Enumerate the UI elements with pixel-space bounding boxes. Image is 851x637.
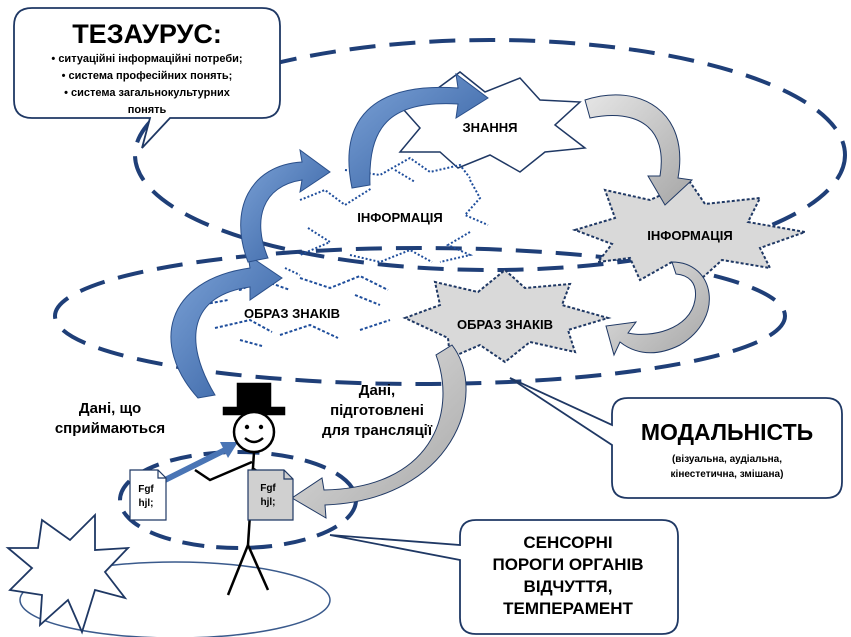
sensory-line-4: ТЕМПЕРАМЕНТ — [503, 599, 633, 618]
sensory-callout — [329, 519, 679, 635]
information-left-label: ІНФОРМАЦІЯ — [357, 210, 442, 225]
arrow-perception-to-sign — [170, 253, 283, 399]
data-prepared-line-3: для трансляції — [322, 422, 433, 439]
thesaurus-item-4: понять — [128, 104, 167, 116]
data-perceived-line-2: сприймаються — [55, 420, 165, 437]
sign-image-right-label: ОБРАЗ ЗНАКІВ — [457, 317, 553, 332]
thesaurus-callout — [13, 7, 281, 149]
arrow-document-to-person — [153, 442, 238, 488]
document-right-line-1: Fgf — [260, 483, 276, 494]
modality-item-2: кінестетична, змішана) — [671, 469, 784, 480]
ground-ellipse — [19, 561, 331, 637]
arrow-sign-to-document — [291, 344, 467, 519]
document-left-line-2: hjl; — [139, 498, 154, 509]
arrow-knowledge-to-information — [584, 94, 694, 206]
modality-title: МОДАЛЬНІСТЬ — [641, 419, 813, 445]
modality-callout — [509, 377, 843, 499]
sensory-line-3: ВІДЧУТТЯ, — [524, 577, 613, 596]
data-perceived-line-1: Дані, що — [79, 400, 141, 417]
information-right-label: ІНФОРМАЦІЯ — [647, 228, 732, 243]
information-right-star — [571, 180, 809, 282]
document-left: Fgf hjl; — [129, 469, 167, 521]
thesaurus-item-3: • система загальнокультурних — [64, 87, 231, 99]
modality-item-1: (візуальна, аудіальна, — [672, 454, 782, 465]
arrow-information-to-sign — [605, 261, 710, 357]
data-prepared-line-1: Дані, — [359, 382, 395, 399]
stimulus-burst — [5, 512, 131, 635]
sensory-line-2: ПОРОГИ ОРГАНІВ — [492, 555, 643, 574]
information-left-scatter — [284, 156, 489, 276]
data-prepared-line-2: підготовлені — [330, 402, 424, 419]
document-right-line-2: hjl; — [261, 497, 276, 508]
thesaurus-item-1: • ситуаційні інформаційні потреби; — [51, 53, 242, 65]
perception-ellipse — [53, 246, 787, 386]
knowledge-label: ЗНАННЯ — [462, 120, 517, 135]
thesaurus-item-2: • система професійних понять; — [62, 70, 233, 82]
sign-image-left-label: ОБРАЗ ЗНАКІВ — [244, 306, 340, 321]
arrow-information-to-knowledge — [348, 72, 489, 189]
thesaurus-title: ТЕЗАУРУС: — [72, 19, 222, 49]
arrow-sign-to-information — [240, 148, 331, 263]
sensory-line-1: СЕНСОРНІ — [523, 533, 612, 552]
thesaurus-ellipse — [133, 38, 847, 272]
sign-image-right-star — [402, 268, 612, 364]
document-right: Fgf hjl; — [247, 469, 294, 521]
document-left-line-1: Fgf — [138, 484, 154, 495]
